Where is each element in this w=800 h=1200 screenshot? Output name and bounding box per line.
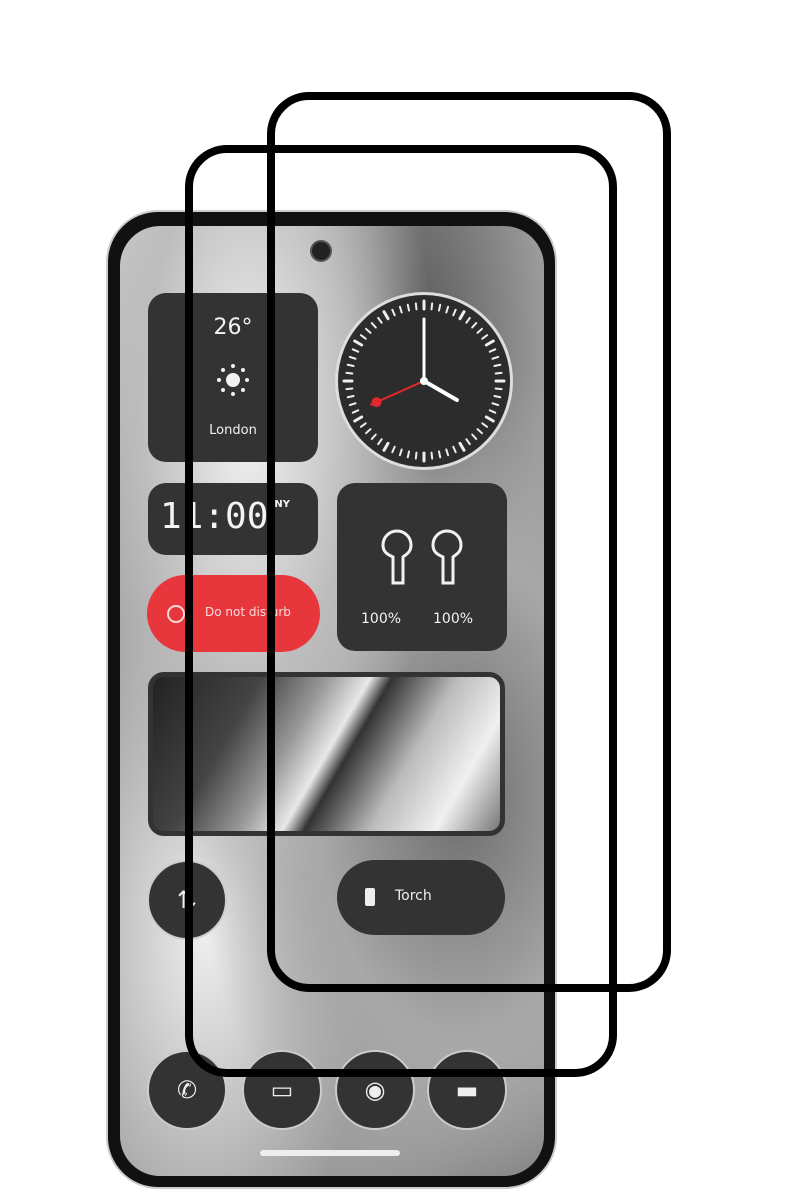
clock-tick [465, 438, 471, 446]
clock-tick [491, 355, 500, 360]
city-name: London [209, 423, 257, 438]
screen-protector-front [185, 145, 617, 1077]
chrome-icon: ◉ [364, 1076, 386, 1104]
home-indicator[interactable] [260, 1150, 400, 1156]
clock-tick [398, 448, 403, 457]
left-earbud-battery: 100% [361, 611, 402, 627]
photo-widget[interactable] [148, 672, 505, 836]
do-not-disturb-toggle[interactable]: Do not disturb [147, 575, 320, 652]
clock-tick [382, 310, 390, 321]
front-camera [310, 240, 332, 262]
clock-tick [351, 348, 360, 353]
clock-tick [353, 339, 364, 347]
clock-tick [406, 303, 411, 312]
temperature: 26° [213, 315, 253, 340]
clock-tick [476, 327, 483, 334]
clock-tick [484, 415, 495, 423]
clock-tick [465, 316, 471, 324]
clock-tick [365, 327, 372, 334]
clock-tick [488, 348, 497, 353]
clock-tick [348, 402, 357, 407]
flashlight-icon [365, 888, 375, 906]
clock-tick [481, 334, 489, 340]
clock-tick [391, 445, 396, 454]
clock-tick [391, 308, 396, 317]
clock-tick [351, 409, 360, 414]
clock-tick [406, 450, 411, 459]
phone-icon: ✆ [176, 1076, 198, 1104]
clock-tick [377, 438, 383, 446]
clock-tick [377, 316, 383, 324]
clock-tick [370, 322, 377, 329]
clock-tick [491, 402, 500, 407]
clock-tick [452, 308, 457, 317]
clock-tick [382, 441, 390, 452]
world-clock-time: 11:00 [160, 496, 269, 537]
clock-tick [430, 302, 434, 311]
clock-tick [445, 305, 450, 314]
clock-tick [370, 433, 377, 440]
clock-tick [471, 322, 478, 329]
message-icon: ▭ [270, 1076, 294, 1104]
sun-icon [217, 364, 249, 396]
clock-tick [445, 448, 450, 457]
clock-face [342, 299, 506, 463]
clock-tick [494, 371, 503, 375]
clock-tick [493, 363, 502, 368]
clock-hub [420, 377, 428, 385]
torch-label: Torch [395, 888, 432, 904]
torch-toggle[interactable]: Torch [337, 860, 505, 935]
world-clock-widget[interactable]: 11:00 NY [148, 483, 318, 555]
clock-tick [484, 339, 495, 347]
earbuds-battery-widget[interactable]: 100% 100% [337, 483, 507, 651]
clock-tick [452, 445, 457, 454]
clock-tick [458, 441, 466, 452]
minus-circle-icon [167, 605, 185, 623]
clock-tick [437, 450, 442, 459]
dock-camera[interactable]: ▬ [427, 1050, 507, 1130]
clock-tick [493, 394, 502, 399]
right-earbud-battery: 100% [433, 611, 474, 627]
world-clock-zone: NY [274, 499, 290, 510]
clock-tick [414, 302, 418, 311]
clock-tick [437, 303, 442, 312]
clock-tick [359, 422, 367, 428]
clock-tick [458, 310, 466, 321]
clock-tick [414, 451, 418, 460]
clock-tick [488, 409, 497, 414]
clock-tick [481, 422, 489, 428]
dock-browser[interactable]: ◉ [335, 1050, 415, 1130]
earbuds-icon [381, 529, 463, 585]
hour-hand [422, 379, 459, 402]
clock-tick [348, 355, 357, 360]
clock-tick [346, 363, 355, 368]
analog-clock-widget[interactable] [335, 292, 513, 470]
clock-tick [353, 415, 364, 423]
clock-tick [471, 433, 478, 440]
camera-icon: ▬ [455, 1076, 479, 1104]
clock-tick [345, 387, 354, 391]
clock-tick [365, 428, 372, 435]
second-hand-dot [371, 397, 382, 408]
clock-tick [359, 334, 367, 340]
clock-tick [494, 387, 503, 391]
dock-messages[interactable]: ▭ [242, 1050, 322, 1130]
clock-tick [476, 428, 483, 435]
clock-tick [430, 451, 434, 460]
clock-tick [345, 371, 354, 375]
clock-tick [398, 305, 403, 314]
screen-protector-back [267, 92, 671, 992]
weather-widget[interactable]: 26° London [148, 293, 318, 462]
clock-tick [346, 394, 355, 399]
